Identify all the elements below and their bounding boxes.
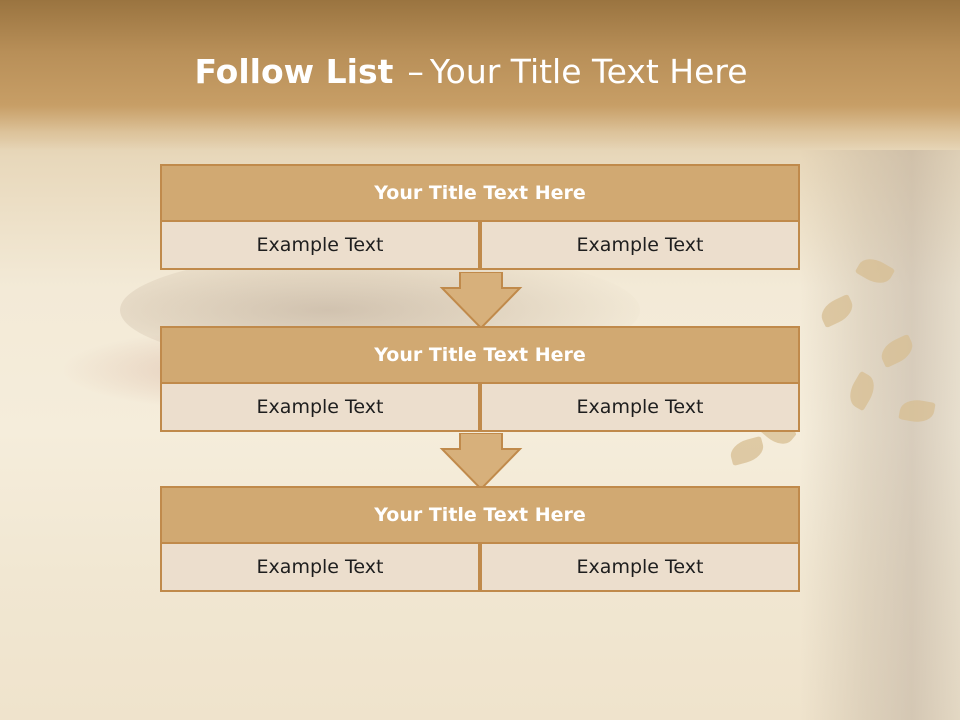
slide-title-bold: Follow List (194, 52, 394, 91)
block-cell-right: Example Text (480, 382, 800, 432)
block-cell-left: Example Text (160, 220, 480, 270)
block-cell-left: Example Text (160, 542, 480, 592)
block-cell-left: Example Text (160, 382, 480, 432)
block-title: Your Title Text Here (160, 164, 800, 222)
slide-title-dash: – (407, 52, 424, 91)
header-band (0, 0, 960, 150)
down-arrow-icon (439, 272, 523, 330)
block-title: Your Title Text Here (160, 326, 800, 384)
block-cell-right: Example Text (480, 220, 800, 270)
block-cell-right: Example Text (480, 542, 800, 592)
down-arrow-icon (439, 433, 523, 491)
block-title: Your Title Text Here (160, 486, 800, 544)
list-block-1: Your Title Text Here Example Text Exampl… (160, 164, 800, 270)
background-floral-texture (800, 150, 960, 720)
list-block-3: Your Title Text Here Example Text Exampl… (160, 486, 800, 592)
list-block-2: Your Title Text Here Example Text Exampl… (160, 326, 800, 432)
slide-title: Follow List–Your Title Text Here (0, 52, 942, 91)
background-leaf-icon (727, 435, 767, 467)
slide-title-rest: Your Title Text Here (429, 52, 748, 91)
